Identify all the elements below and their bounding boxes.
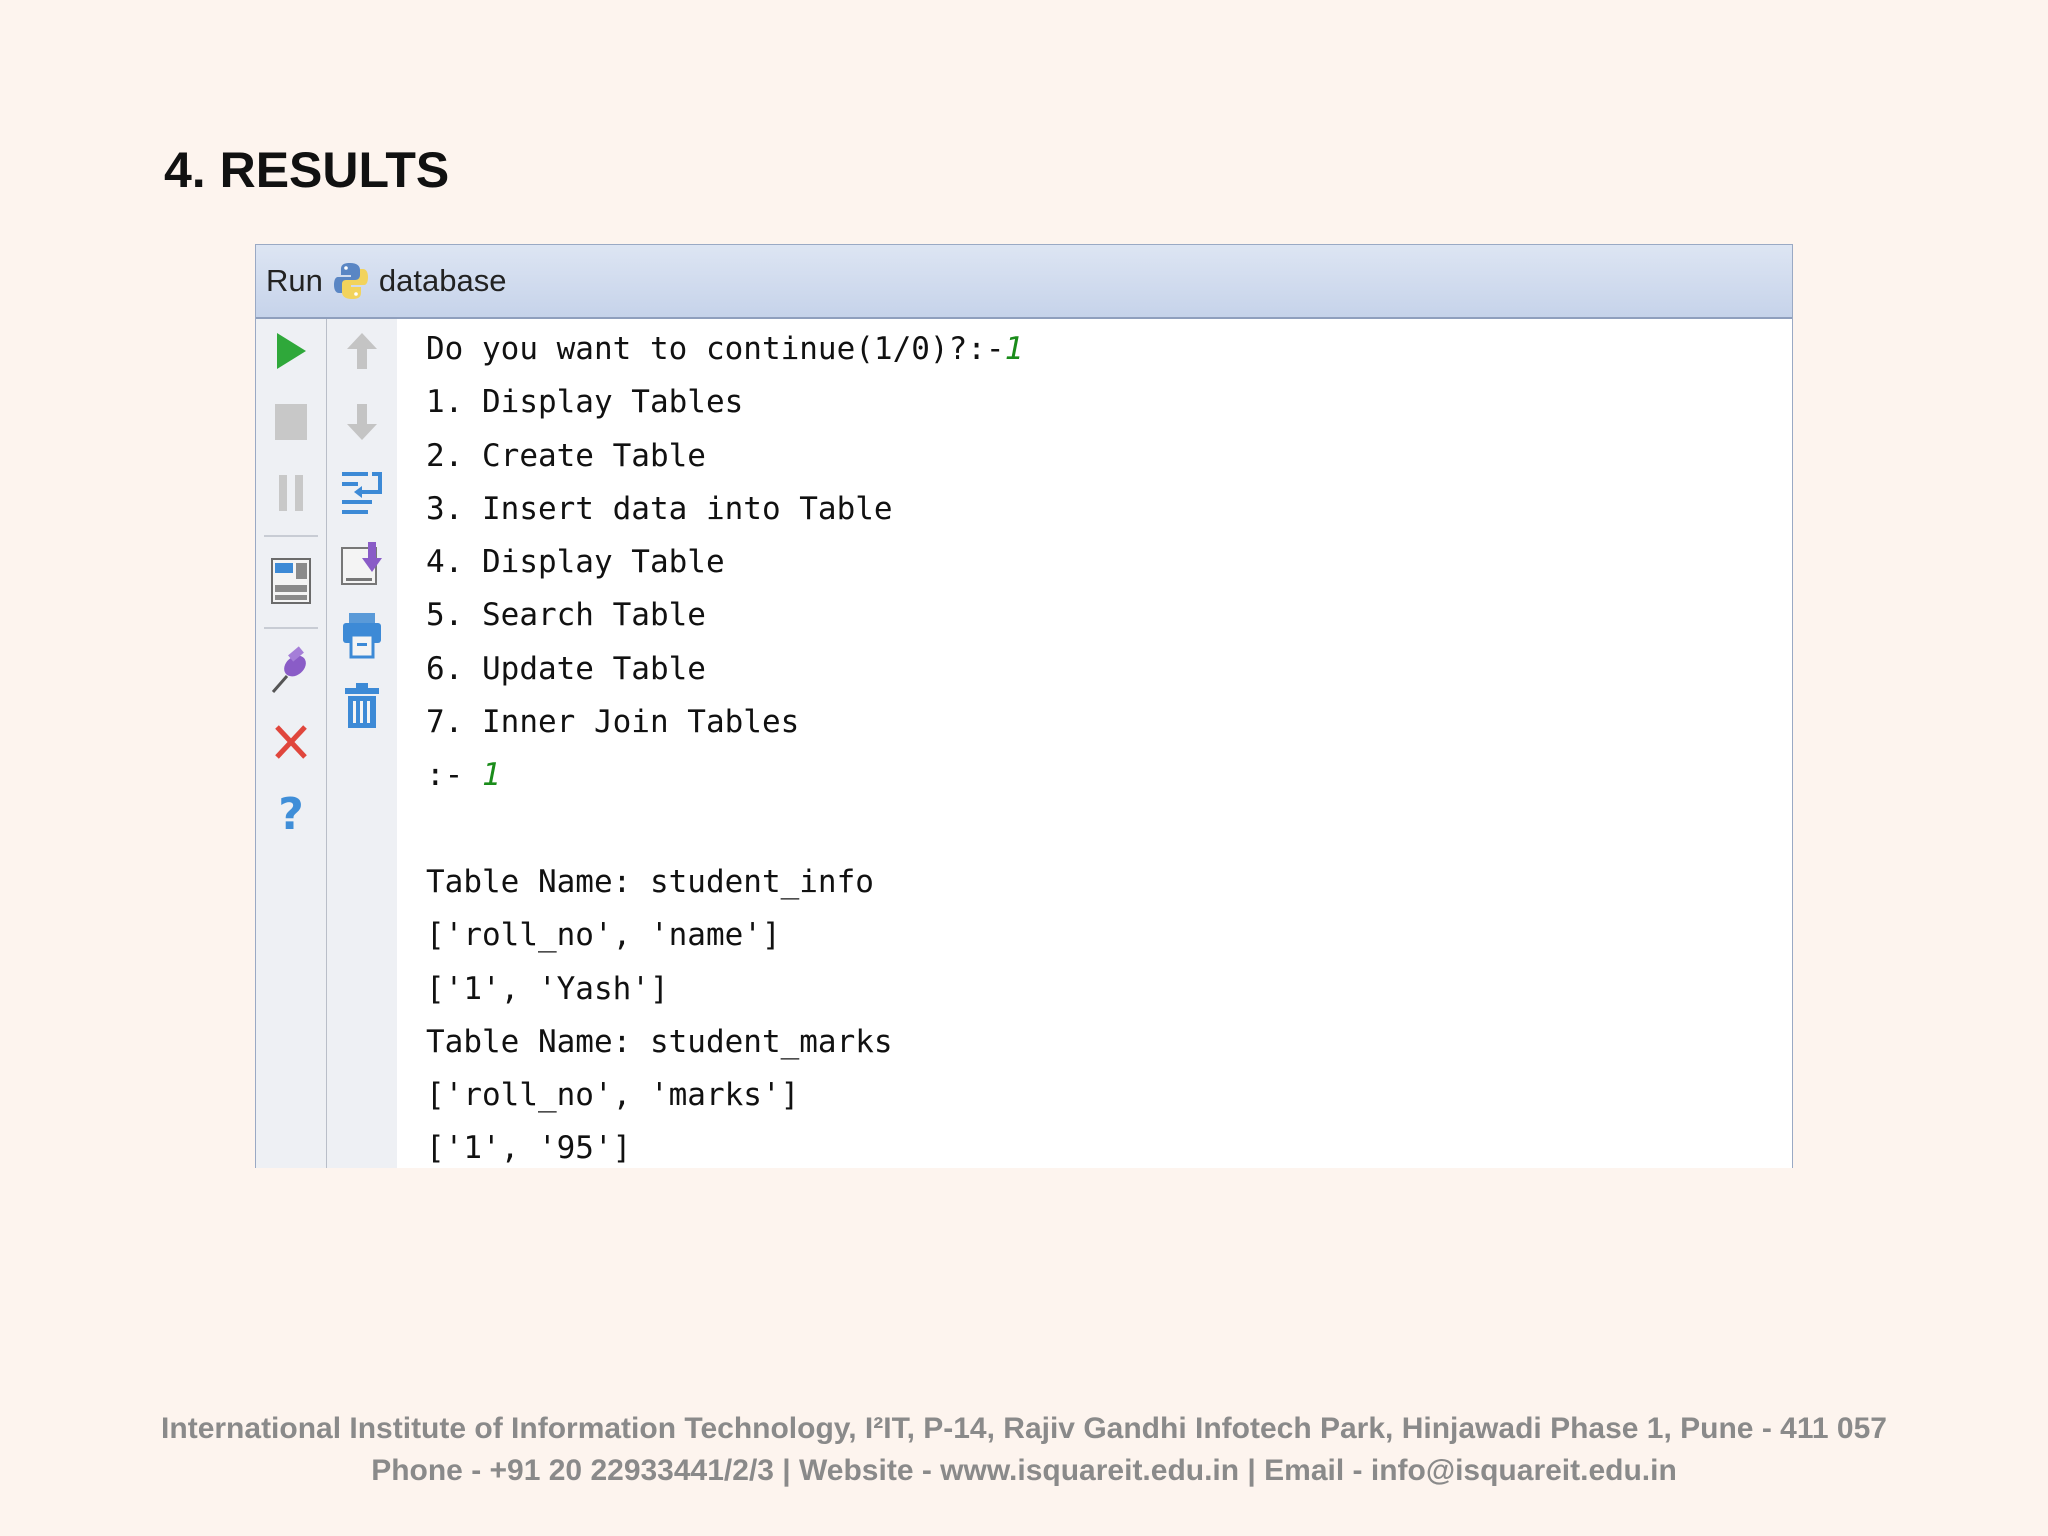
toolbar-separator — [264, 627, 318, 629]
console-line: ['roll_no', 'name'] — [426, 909, 1772, 962]
run-tool-window-header: Run database — [256, 245, 1792, 319]
console-line: 4. Display Table — [426, 536, 1772, 589]
run-toolbar-right — [327, 319, 397, 1168]
rerun-icon[interactable] — [267, 327, 315, 375]
console-text: Table Name: student_marks — [426, 1023, 893, 1060]
console-user-input: 1 — [1004, 331, 1024, 367]
pause-icon[interactable] — [267, 469, 315, 517]
console-text: 2. Create Table — [426, 437, 706, 474]
print-icon[interactable] — [338, 611, 386, 659]
footer-address: International Institute of Information T… — [161, 1412, 1887, 1445]
pin-icon[interactable] — [267, 646, 315, 695]
console-line: 3. Insert data into Table — [426, 483, 1772, 536]
console-output[interactable]: Do you want to continue(1/0)?:-1 1. Disp… — [426, 323, 1772, 1168]
down-arrow-icon[interactable] — [338, 398, 386, 446]
console-text: 6. Update Table — [426, 650, 706, 687]
run-tab-label[interactable]: Run — [266, 263, 323, 298]
console-line: 5. Search Table — [426, 589, 1772, 642]
stop-icon[interactable] — [267, 398, 315, 446]
python-icon — [333, 263, 368, 299]
console-line: 1. Display Tables — [426, 376, 1772, 429]
console-user-input: 1 — [482, 757, 501, 794]
footer-contact: Phone - +91 20 22933441/2/3 | Website - … — [371, 1454, 1677, 1487]
console-line: Table Name: student_marks — [426, 1016, 1772, 1069]
close-icon[interactable] — [267, 718, 315, 766]
slide-footer: International Institute of Information T… — [0, 1408, 2048, 1492]
toolbar-separator — [264, 535, 318, 537]
console-text: 4. Display Table — [426, 544, 725, 581]
console-text: 7. Inner Join Tables — [426, 704, 800, 741]
run-tool-window: Run database — [255, 244, 1793, 1168]
run-toolbar-left: ? — [256, 319, 327, 1168]
console-line: 6. Update Table — [426, 643, 1772, 696]
console-text: ['1', '95'] — [426, 1130, 632, 1167]
console-line: Table Name: student_info — [426, 856, 1772, 909]
soft-wrap-icon[interactable] — [338, 469, 386, 517]
console-line: 7. Inner Join Tables — [426, 696, 1772, 749]
console-text: Do you want to continue(1/0)?:- — [426, 331, 1005, 367]
console-text: ['roll_no', 'marks'] — [426, 1077, 800, 1114]
clear-all-icon[interactable] — [338, 682, 386, 730]
scroll-to-end-icon[interactable] — [338, 540, 386, 588]
run-configuration-name: database — [378, 263, 507, 298]
svg-text:?: ? — [278, 789, 304, 837]
slide-title: 4. RESULTS — [164, 142, 450, 198]
console-line: ['1', 'Yash'] — [426, 963, 1772, 1016]
console-line: Do you want to continue(1/0)?:-1 — [426, 323, 1772, 376]
console-text: 1. Display Tables — [426, 384, 744, 421]
console-line: ['roll_no', 'marks'] — [426, 1069, 1772, 1122]
console-line — [426, 803, 1772, 856]
restore-layout-icon[interactable] — [267, 557, 315, 605]
console-text: ['1', 'Yash'] — [426, 970, 669, 1007]
console-text: 5. Search Table — [426, 597, 706, 634]
console-line: 2. Create Table — [426, 430, 1772, 483]
console-text: ['roll_no', 'name'] — [426, 917, 781, 954]
console-text: 3. Insert data into Table — [426, 490, 893, 527]
console-line: :- 1 — [426, 749, 1772, 802]
console-text: Table Name: student_info — [426, 863, 874, 900]
help-icon[interactable]: ? — [267, 789, 315, 837]
console-line: ['1', '95'] — [426, 1122, 1772, 1175]
console-text: :- — [426, 757, 482, 794]
up-arrow-icon[interactable] — [338, 327, 386, 375]
